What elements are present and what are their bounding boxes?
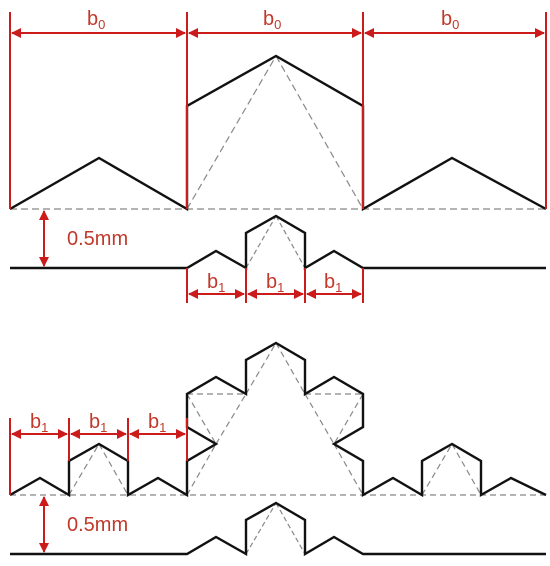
b1-label-bottom-1: b1: [30, 411, 48, 435]
b1-dimension-top: [186, 268, 364, 303]
top-profile-line: [9, 54, 547, 212]
b1-label-top-1: b1: [207, 271, 225, 295]
bottom-bump-construction: [245, 502, 306, 555]
top-gap-label: 0.5mm: [67, 228, 128, 250]
b0-label-2: b0: [263, 8, 281, 32]
b1-dimension-bottom: [9, 418, 188, 495]
b0-dimension: [9, 12, 547, 209]
bottom-gap-label: 0.5mm: [67, 514, 128, 536]
top-construction-lines: [10, 55, 546, 210]
bottom-profile-line: [9, 341, 547, 498]
b1-label-bottom-3: b1: [148, 411, 166, 435]
b1-label-bottom-2: b1: [89, 411, 107, 435]
bottom-bump-profile: [10, 501, 546, 557]
top-bump-profile: [10, 214, 546, 271]
b1-label-top-2: b1: [266, 271, 284, 295]
top-bump-construction: [245, 215, 306, 269]
bottom-panel: b1 b1 b1 0.5mm: [9, 341, 547, 557]
top-panel: b0 b0 b0 0.5mm b1 b1 b1: [9, 8, 547, 303]
b0-label-1: b0: [87, 8, 105, 32]
b0-label-3: b0: [441, 8, 459, 32]
b1-label-top-3: b1: [324, 271, 342, 295]
